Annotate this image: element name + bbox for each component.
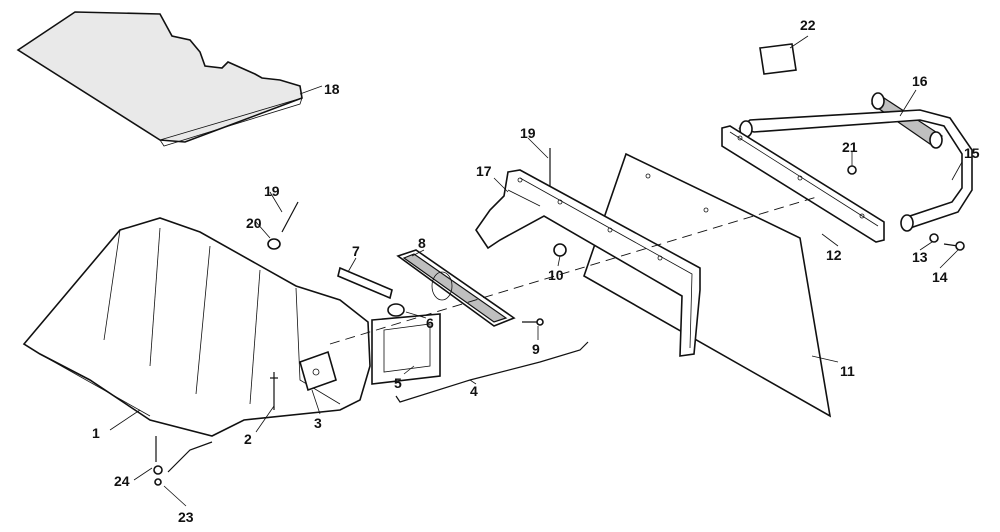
callout-8: 8 bbox=[418, 235, 426, 251]
part-1-hood bbox=[22, 217, 371, 437]
callout-21: 21 bbox=[842, 139, 858, 155]
callout-6: 6 bbox=[426, 315, 434, 331]
callout-1: 1 bbox=[92, 425, 100, 441]
callout-11: 11 bbox=[840, 363, 855, 379]
callout-14: 14 bbox=[932, 269, 948, 285]
callout-23: 23 bbox=[178, 509, 194, 525]
part-20-knob bbox=[267, 201, 299, 250]
part-6-bulb bbox=[387, 303, 405, 317]
part-7-strip bbox=[337, 266, 393, 300]
part-10-nut bbox=[553, 243, 567, 257]
part-8-grille bbox=[396, 249, 516, 327]
callout-4: 4 bbox=[470, 383, 478, 399]
callout-24: 24 bbox=[114, 473, 130, 489]
part-2-pin bbox=[270, 372, 278, 410]
callout-18: 18 bbox=[324, 81, 340, 97]
leader-lines bbox=[109, 35, 963, 507]
part-5-housing bbox=[371, 313, 441, 385]
part-17-frame bbox=[475, 169, 701, 357]
callout-5: 5 bbox=[394, 375, 402, 391]
callout-12: 12 bbox=[826, 247, 842, 263]
callout-19-left: 19 bbox=[264, 183, 280, 199]
part-13-14-hardware bbox=[929, 233, 965, 251]
callout-9: 9 bbox=[532, 341, 540, 357]
assembly-centerline bbox=[329, 195, 821, 345]
part-11-panel bbox=[583, 152, 832, 418]
part-12-bracket bbox=[721, 125, 885, 243]
group-4-bracket bbox=[395, 341, 589, 403]
callout-16: 16 bbox=[912, 73, 928, 89]
callouts: 1 2 3 4 5 6 7 8 9 10 11 12 13 14 15 16 1… bbox=[92, 17, 980, 525]
callout-10: 10 bbox=[548, 267, 564, 283]
callout-13: 13 bbox=[912, 249, 928, 265]
callout-19-right: 19 bbox=[520, 125, 536, 141]
callout-15: 15 bbox=[964, 145, 980, 161]
callout-2: 2 bbox=[244, 431, 252, 447]
callout-3: 3 bbox=[314, 415, 322, 431]
part-3-latch bbox=[299, 350, 337, 392]
part-18-pad bbox=[16, 11, 303, 147]
part-9-bolt bbox=[522, 318, 544, 326]
part-23-24-fasteners bbox=[153, 436, 213, 486]
callout-7: 7 bbox=[352, 243, 360, 259]
callout-20: 20 bbox=[246, 215, 262, 231]
callout-17: 17 bbox=[476, 163, 492, 179]
part-22-decal bbox=[759, 43, 797, 75]
part-21-screw bbox=[847, 165, 857, 175]
callout-22: 22 bbox=[800, 17, 816, 33]
